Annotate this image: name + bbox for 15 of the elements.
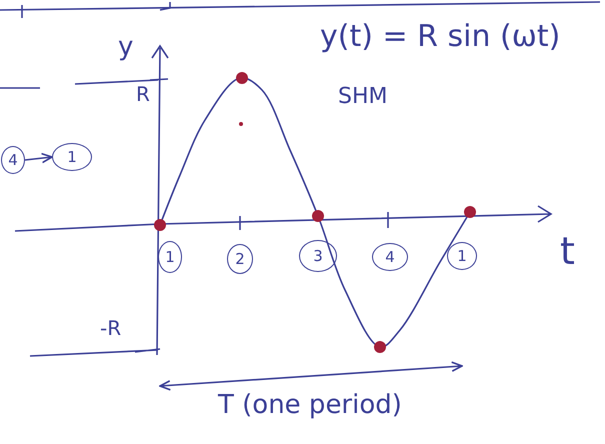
circled-number: 1 — [52, 143, 92, 171]
circled-number: 4 — [372, 243, 408, 271]
circled-number: 2 — [227, 244, 253, 274]
axis-label: y — [118, 34, 134, 60]
tick-label: -R — [100, 318, 122, 338]
circled-number: 4 — [1, 146, 25, 174]
period-label: T (one period) — [218, 392, 402, 418]
note-text: SHM — [338, 86, 388, 108]
circled-number: 1 — [447, 242, 477, 270]
equation: y(t) = R sin (ωt) — [320, 22, 560, 52]
circled-number: 3 — [299, 240, 337, 272]
axis-label: t — [560, 232, 575, 270]
arrow — [24, 152, 53, 164]
tick-label: R — [136, 84, 150, 104]
circled-number: 1 — [158, 241, 182, 273]
